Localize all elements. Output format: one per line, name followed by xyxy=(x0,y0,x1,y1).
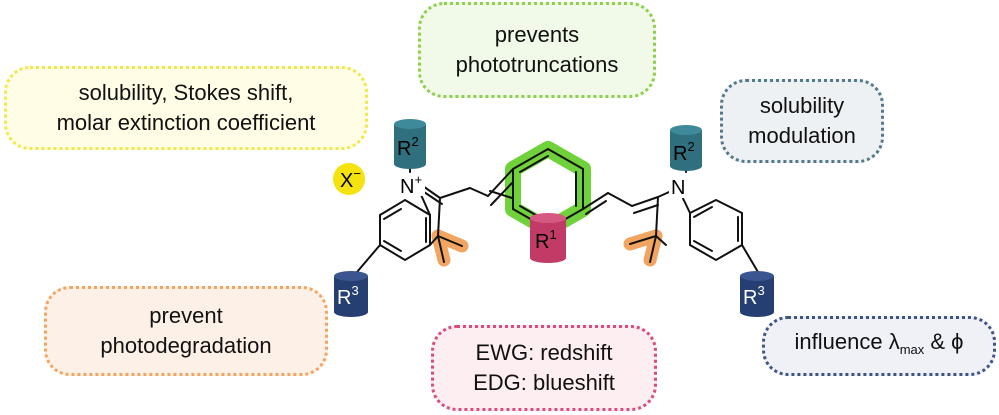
r1-base: R xyxy=(535,231,549,253)
prevent-photodegradation-bubble: prevent photodegradation xyxy=(44,286,328,376)
r1-cylinder: R1 xyxy=(530,213,566,263)
left-r2-label: R2 xyxy=(397,134,419,160)
right-r2-base: R xyxy=(673,143,687,165)
left-r3-sup: 3 xyxy=(351,283,358,298)
right-r2-cylinder: R2 xyxy=(670,125,702,171)
left-r3-base: R xyxy=(337,287,351,309)
counterion-circle xyxy=(333,163,365,195)
lambda-subscript: max xyxy=(899,342,925,357)
lambda-symbol: λ xyxy=(888,329,900,354)
r1-sup: 1 xyxy=(549,227,556,242)
influence-suffix: & ϕ xyxy=(924,329,964,354)
counterion-charge: − xyxy=(353,166,361,181)
bubble-line: EDG: blueshift xyxy=(473,370,615,395)
bubble-line: solubility xyxy=(759,93,845,118)
right-nitrogen-label: N xyxy=(671,177,685,199)
left-nitrogen-label: N+ xyxy=(400,172,422,198)
left-nitrogen-bg xyxy=(399,174,425,196)
bubble-line: EWG: redshift xyxy=(475,340,613,365)
bubble-line: prevents xyxy=(494,22,580,47)
r1-label: R1 xyxy=(535,227,557,253)
counterion-base: X xyxy=(340,170,353,192)
left-r3-label: R3 xyxy=(337,283,359,309)
right-r3-label: R3 xyxy=(743,283,765,309)
bubble-line: photodegradation xyxy=(100,333,272,358)
left-nitrogen-base: N xyxy=(400,176,414,198)
right-r3-cylinder: R3 xyxy=(740,271,774,317)
bubble-line: solubility, Stokes shift, xyxy=(78,80,294,105)
influence-prefix: influence xyxy=(794,329,889,354)
prevents-phototruncations-bubble: prevents phototruncations xyxy=(418,2,656,98)
left-nitrogen-charge: + xyxy=(414,172,422,187)
left-r2-sup: 2 xyxy=(411,134,418,149)
influence-text: influence λmax & ϕ xyxy=(795,327,964,365)
bubble-line: molar extinction coefficient xyxy=(56,110,316,135)
bubble-line: prevent xyxy=(149,303,223,328)
right-r3-base: R xyxy=(743,287,757,309)
right-r2-label: R2 xyxy=(673,139,695,165)
left-r2-cylinder: R2 xyxy=(394,119,426,169)
right-r3-sup: 3 xyxy=(757,283,764,298)
right-r2-sup: 2 xyxy=(687,139,694,154)
left-r2-base: R xyxy=(397,138,411,160)
counterion-label: X− xyxy=(340,166,361,192)
bubble-line: modulation xyxy=(748,123,856,148)
solubility-stokes-bubble: solubility, Stokes shift, molar extincti… xyxy=(4,66,368,150)
left-r3-cylinder: R3 xyxy=(334,271,368,317)
influence-lambda-bubble: influence λmax & ϕ xyxy=(762,316,996,376)
ewg-edg-bubble: EWG: redshift EDG: blueshift xyxy=(431,325,657,411)
bubble-line: phototruncations xyxy=(455,52,619,77)
solubility-modulation-bubble: solubility modulation xyxy=(720,79,884,163)
right-nitrogen-bg xyxy=(669,176,689,198)
